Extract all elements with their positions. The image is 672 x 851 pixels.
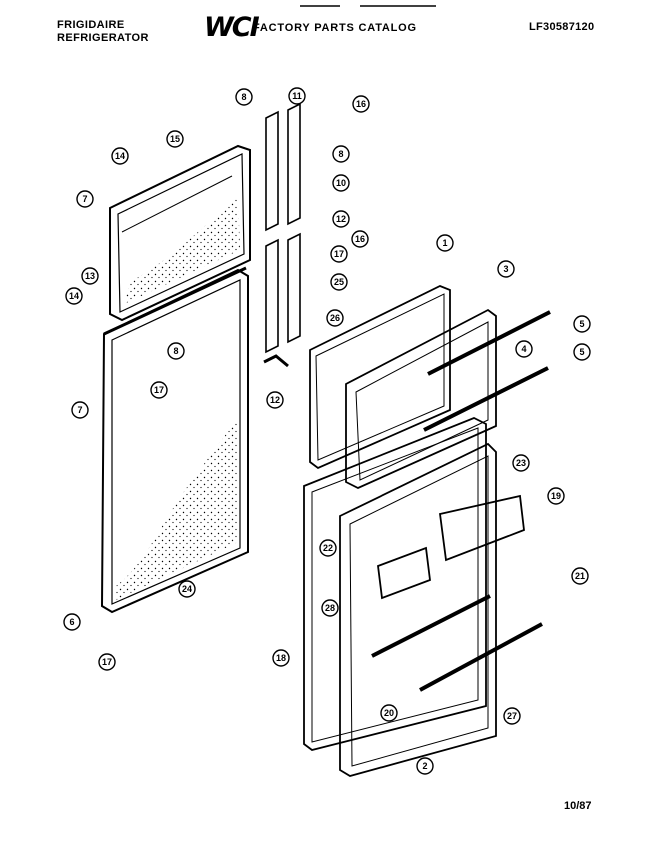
callout-21: 21 <box>575 571 585 581</box>
callout-14: 14 <box>115 151 125 161</box>
fresh-food-door-panel <box>100 266 249 614</box>
callout-25: 25 <box>334 277 344 287</box>
callout-19: 19 <box>551 491 561 501</box>
brand-block: FRIGIDAIRE REFRIGERATOR <box>57 19 149 45</box>
callout-4: 4 <box>521 344 526 354</box>
callout-3: 3 <box>503 264 508 274</box>
callout-27: 27 <box>507 711 517 721</box>
callout-markers <box>63 87 591 775</box>
wci-logo: WCI <box>204 12 260 43</box>
right-door-assemblies <box>303 285 551 777</box>
callout-14: 14 <box>69 291 79 301</box>
callout-22: 22 <box>323 543 333 553</box>
callout-15: 15 <box>170 134 180 144</box>
brand-name: FRIGIDAIRE <box>57 19 125 31</box>
freezer-insulation <box>124 196 240 304</box>
callout-18: 18 <box>276 653 286 663</box>
callout-1: 1 <box>442 238 447 248</box>
catalog-title: FACTORY PARTS CATALOG <box>253 22 417 34</box>
callout-24: 24 <box>182 584 192 594</box>
fresh-food-insulation <box>116 420 238 600</box>
callout-26: 26 <box>330 313 340 323</box>
callout-28: 28 <box>325 603 335 613</box>
callout-13: 13 <box>85 271 95 281</box>
callout-10: 10 <box>336 178 346 188</box>
callout-17: 17 <box>102 657 112 667</box>
callout-16: 16 <box>355 234 365 244</box>
callout-2: 2 <box>422 761 427 771</box>
revision-date: 10/87 <box>564 800 592 812</box>
model-number: LF30587120 <box>529 21 595 33</box>
callout-6: 6 <box>69 617 74 627</box>
callout-8: 8 <box>173 346 178 356</box>
callout-8: 8 <box>338 149 343 159</box>
callout-5: 5 <box>579 347 584 357</box>
callout-7: 7 <box>77 405 82 415</box>
callout-11: 11 <box>292 91 302 101</box>
callout-17: 17 <box>334 249 344 259</box>
callout-8: 8 <box>241 92 246 102</box>
callout-17: 17 <box>154 385 164 395</box>
callout-20: 20 <box>384 708 394 718</box>
callout-7: 7 <box>82 194 87 204</box>
door-handle-channels <box>263 102 301 368</box>
callout-12: 12 <box>336 214 346 224</box>
callout-16: 16 <box>356 99 366 109</box>
callout-23: 23 <box>516 458 526 468</box>
callout-12: 12 <box>270 395 280 405</box>
product-type: REFRIGERATOR <box>57 32 149 44</box>
callout-5: 5 <box>579 319 584 329</box>
freezer-door-panel <box>109 144 251 322</box>
